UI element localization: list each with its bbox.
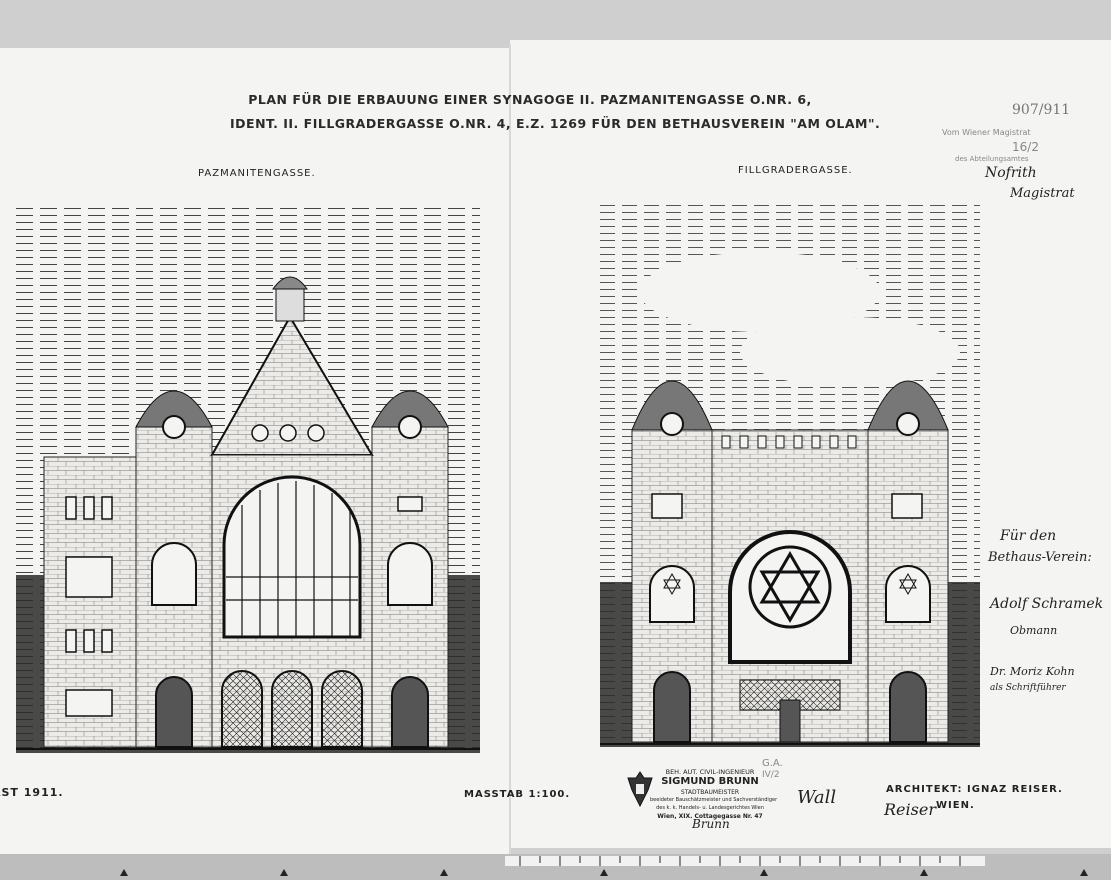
faded-stamp-line1: G.A. (762, 758, 783, 769)
obmann-signature: Adolf Schramek (990, 596, 1104, 612)
engineer-stamp-line6: Wien, XIX. Cottagegasse Nr. 47 (657, 813, 763, 820)
registry-number: 907/911 (1012, 102, 1071, 118)
star-of-david (759, 551, 821, 623)
architect-signature-1: Wall (797, 787, 837, 808)
engineer-stamp-line4: beeideter Bauschätzmeister und Sachverst… (650, 797, 778, 803)
registry-signature-2: Magistrat (1010, 186, 1075, 201)
architect-label: Architekt: Ignaz Reiser. (886, 784, 1063, 795)
engineer-stamp-line1: BEH. AUT. CIVIL-INGENIEUR (665, 768, 755, 776)
registry-signature-1: Nofrith (985, 165, 1037, 181)
registry-stamp-line4: des Abteilungsamtes (955, 155, 1029, 163)
architect-city: Wien. (936, 800, 975, 811)
secretary-title: als Schriftführer (990, 683, 1066, 693)
faded-stamp-line2: IV/2 (762, 770, 780, 780)
date-label: AST 1911. (0, 786, 64, 799)
right-tower-door (889, 671, 927, 743)
association-label-line1: Für den (1000, 528, 1057, 544)
left-street-label: Pazmanitengasse. (198, 168, 316, 179)
entrance-arcade (221, 670, 363, 748)
left-elevation-drawing (16, 205, 480, 753)
austrian-eagle-emblem (627, 771, 653, 808)
obmann-title: Obmann (1010, 624, 1058, 637)
engineer-name: SIGMUND BRUNN (661, 776, 759, 787)
right-elevation-drawing (600, 202, 980, 747)
registry-stamp-line3: 16/2 (1012, 140, 1039, 154)
scale-label: Masstab 1:100. (464, 789, 571, 800)
gable-turret (275, 286, 305, 322)
great-window (222, 475, 362, 639)
sheet-fold (509, 44, 511, 854)
right-tower-dome (867, 380, 949, 431)
secretary-signature: Dr. Moriz Kohn (990, 665, 1075, 678)
association-label-line2: Bethaus-Verein: (988, 550, 1092, 565)
registry-stamp-line2: Vom Wiener Magistrat (942, 128, 1031, 137)
architect-signature-2: Reiser (884, 800, 936, 819)
left-tower-door (653, 671, 691, 743)
engineer-stamp-line3: STADTBAUMEISTER (680, 789, 740, 796)
left-tower-door (155, 676, 193, 748)
right-street-label: Fillgradergasse. (738, 165, 853, 176)
drawing-title-line1: Plan für die Erbauung einer Synagoge II.… (248, 92, 812, 107)
central-door (779, 699, 801, 743)
measuring-ruler (0, 854, 1111, 880)
drawing-title-line2: Ident. II. Fillgradergasse O.Nr. 4, E.Z.… (230, 116, 881, 131)
left-tower-dome (135, 390, 213, 428)
right-tower-door (391, 676, 429, 748)
left-tower-dome (631, 380, 713, 431)
engineer-signature: Brunn (692, 817, 730, 831)
rose-window (748, 545, 832, 629)
right-tower-dome (371, 390, 449, 428)
engineer-stamp-line5: des k. k. Handels- u. Landesgerichtes Wi… (656, 805, 764, 811)
